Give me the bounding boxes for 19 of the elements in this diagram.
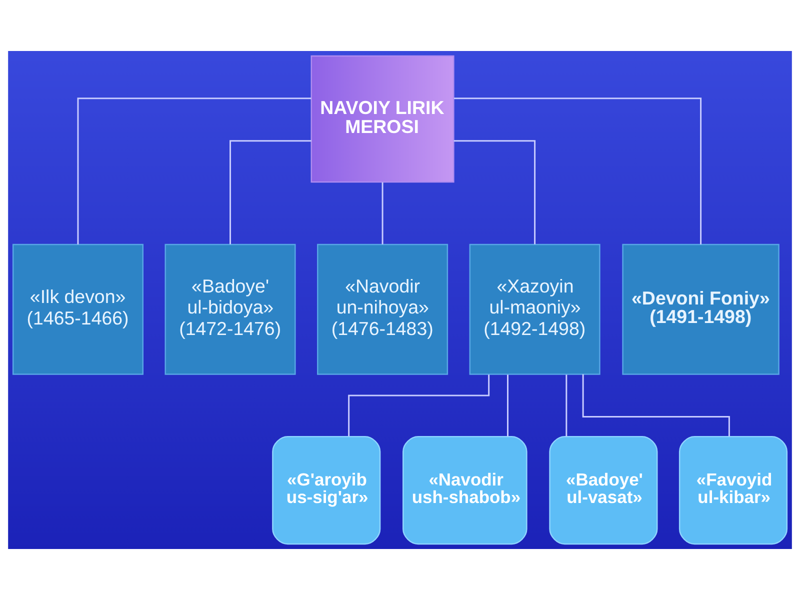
- connector: [230, 140, 312, 244]
- node-box: «Devoni Foniy» (1491-1498): [622, 244, 780, 375]
- node-box: «Navodir ush-shabob»: [402, 436, 528, 545]
- node-box: «G'aroyib us-sig'ar»: [272, 436, 381, 545]
- node-box: «Favoyid ul-kibar»: [678, 436, 788, 545]
- node-box: «Ilk devon» (1465-1466): [12, 244, 144, 375]
- connector: [582, 374, 730, 436]
- connector: [382, 182, 384, 244]
- connector: [454, 140, 536, 244]
- connector: [77, 98, 312, 244]
- node-box: «Badoye' ul-bidoya» (1472-1476): [164, 244, 296, 375]
- node-box: NAVOIY LIRIK MEROSI: [310, 55, 454, 183]
- node-box: «Navodir un-nihoya» (1476-1483): [317, 244, 448, 375]
- connector: [507, 374, 508, 436]
- node-box: «Badoye' ul-vasat»: [549, 436, 658, 545]
- connector: [566, 374, 568, 436]
- connector: [348, 374, 490, 436]
- node-box: «Xazoyin ul-maoniy» (1492-1498): [469, 244, 600, 375]
- connector: [454, 98, 702, 244]
